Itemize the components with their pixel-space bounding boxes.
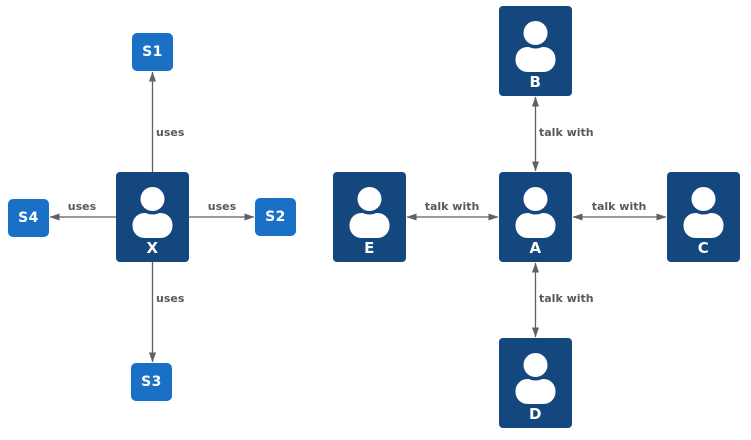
node-s3-label: S3 [141,374,162,390]
node-e: E [333,172,406,262]
node-a: A [499,172,572,262]
node-d: D [499,338,572,428]
node-c-label: C [697,239,710,257]
node-s2-label: S2 [265,209,286,225]
edge-label-a-d: talk with [539,292,594,305]
node-s1-label: S1 [142,44,163,60]
edge-label-e-a: talk with [424,200,480,213]
node-s1: S1 [132,33,173,71]
edge-label-x-s2: uses [207,200,237,213]
edge-label-a-c: talk with [591,200,647,213]
node-b-label: B [529,73,542,91]
node-s4: S4 [8,199,49,237]
person-icon [132,183,173,238]
node-x-label: X [146,239,159,257]
person-icon [515,17,556,72]
node-s4-label: S4 [18,210,39,226]
edge-label-x-s3: uses [156,292,185,305]
person-icon [515,183,556,238]
node-x: X [116,172,189,262]
node-a-label: A [529,239,542,257]
node-d-label: D [529,405,542,423]
node-s2: S2 [255,198,296,236]
person-icon [349,183,390,238]
edge-label-x-s4: uses [67,200,97,213]
person-icon [515,349,556,404]
node-b: B [499,6,572,96]
node-c: C [667,172,740,262]
edge-label-a-b: talk with [539,126,594,139]
person-icon [683,183,724,238]
node-s3: S3 [131,363,172,401]
node-e-label: E [364,239,375,257]
edge-label-x-s1: uses [156,126,185,139]
